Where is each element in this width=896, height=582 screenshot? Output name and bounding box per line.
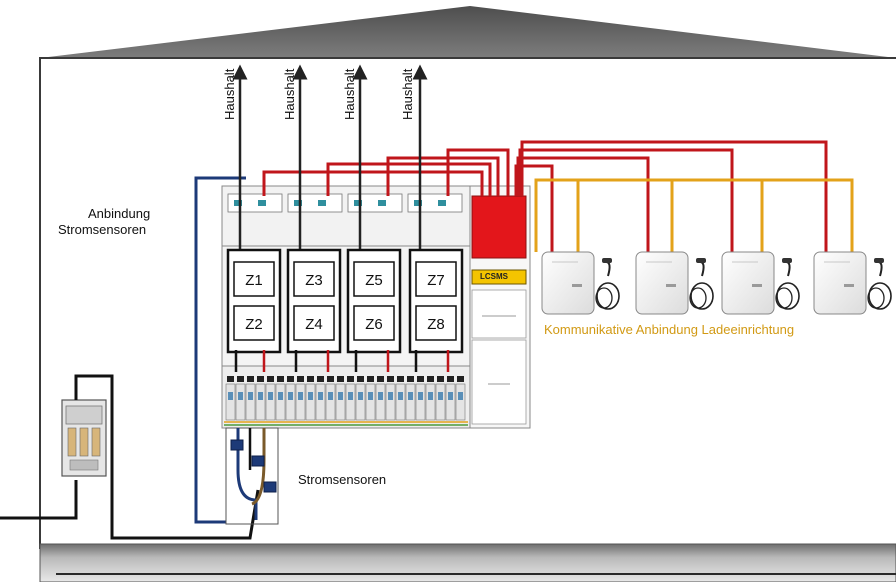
breaker (255, 376, 266, 421)
anbindung-label: Anbindung (88, 206, 151, 221)
breaker (365, 376, 376, 421)
wallbox-icon (813, 251, 892, 315)
haushalt-label-1: Haushalt (222, 68, 237, 120)
lcsms-badge (471, 269, 527, 285)
controller-unit (471, 195, 527, 259)
stromsensoren-header-label: Stromsensoren (58, 222, 147, 237)
meter-label: Z8 (427, 316, 445, 333)
breaker (345, 376, 356, 421)
breaker (295, 376, 306, 421)
breaker (405, 376, 416, 421)
floor-slab (39, 543, 896, 582)
wallbox-icon (541, 251, 620, 315)
breaker (275, 376, 286, 421)
stromsensoren-label: Stromsensoren (298, 472, 387, 487)
fuse-box-icon (61, 399, 107, 477)
cable-coil-icon (595, 258, 620, 310)
breaker (455, 376, 466, 421)
breaker (235, 376, 246, 421)
kommunikative-label: Kommunikative Anbindung Ladeeinrichtung (544, 322, 795, 337)
breaker (315, 376, 326, 421)
wallbox-icon (721, 251, 800, 315)
meter-label: Z4 (305, 316, 323, 333)
breaker (375, 376, 386, 421)
breaker (425, 376, 436, 421)
roof (40, 6, 896, 58)
breaker (325, 376, 336, 421)
breaker (335, 376, 346, 421)
cable-coil-icon (775, 258, 800, 310)
breaker (355, 376, 366, 421)
meter-label: Z3 (305, 272, 323, 289)
meter-label: Z1 (245, 272, 263, 289)
meter-label: Z2 (245, 316, 263, 333)
haushalt-label-4: Haushalt (400, 68, 415, 120)
breaker (305, 376, 316, 421)
cable-coil-icon (689, 258, 714, 310)
haushalt-label-2: Haushalt (282, 68, 297, 120)
current-sensors (230, 439, 277, 493)
breaker (385, 376, 396, 421)
breaker (435, 376, 446, 421)
haushalt-label-3: Haushalt (342, 68, 357, 120)
breaker (285, 376, 296, 421)
cable-coil-icon (867, 258, 892, 310)
lcsms-label: LCSMS (480, 272, 508, 281)
breaker (395, 376, 406, 421)
meter-label: Z6 (365, 316, 383, 333)
breaker (445, 376, 456, 421)
meter-label: Z7 (427, 272, 445, 289)
breaker (415, 376, 426, 421)
wallbox-icon (635, 251, 714, 315)
meter-label: Z5 (365, 272, 383, 289)
breaker (265, 376, 276, 421)
breaker (225, 376, 236, 421)
breaker (245, 376, 256, 421)
